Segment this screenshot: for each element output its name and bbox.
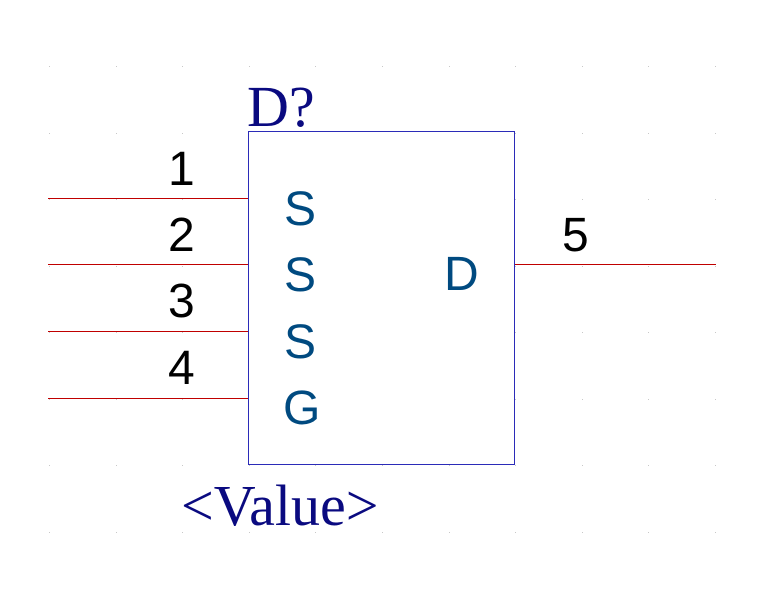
grid-dot xyxy=(648,133,649,134)
grid-dot xyxy=(116,266,117,267)
grid-dot xyxy=(715,66,716,67)
pin-5-name: D xyxy=(444,248,479,301)
grid-dot xyxy=(116,66,117,67)
grid-dot xyxy=(648,266,649,267)
pin-4-number: 4 xyxy=(168,342,195,395)
grid-dot xyxy=(515,266,516,267)
grid-dot xyxy=(49,133,50,134)
value-label[interactable]: <Value> xyxy=(181,473,378,538)
component-body[interactable] xyxy=(248,131,515,465)
pin-5-number: 5 xyxy=(562,209,589,262)
grid-dot xyxy=(582,266,583,267)
grid-dot xyxy=(715,399,716,400)
grid-dot xyxy=(515,399,516,400)
grid-dot xyxy=(182,266,183,267)
grid-dot xyxy=(116,532,117,533)
grid-dot xyxy=(249,532,250,533)
grid-dot xyxy=(582,66,583,67)
grid-dot xyxy=(49,66,50,67)
grid-dot xyxy=(715,465,716,466)
grid-dot xyxy=(182,66,183,67)
grid-dot xyxy=(515,532,516,533)
grid-dot xyxy=(116,465,117,466)
grid-dot xyxy=(648,199,649,200)
grid-dot xyxy=(182,133,183,134)
grid-dot xyxy=(715,133,716,134)
grid-dot xyxy=(182,532,183,533)
grid-dot xyxy=(515,199,516,200)
grid-dot xyxy=(715,332,716,333)
grid-dot xyxy=(449,465,450,466)
grid-dot xyxy=(582,133,583,134)
grid-dot xyxy=(49,199,50,200)
grid-dot xyxy=(315,66,316,67)
grid-dot xyxy=(715,532,716,533)
pin-4-name: G xyxy=(283,382,320,435)
grid-dot xyxy=(182,465,183,466)
grid-dot xyxy=(582,199,583,200)
grid-dot xyxy=(182,399,183,400)
pin-1-number: 1 xyxy=(168,143,195,196)
grid-dot xyxy=(582,465,583,466)
pin-1-name: S xyxy=(284,183,316,236)
grid-dot xyxy=(116,133,117,134)
grid-dot xyxy=(715,266,716,267)
grid-dot xyxy=(116,399,117,400)
grid-dot xyxy=(515,66,516,67)
grid-dot xyxy=(715,199,716,200)
grid-dot xyxy=(582,399,583,400)
grid-dot xyxy=(382,532,383,533)
grid-dot xyxy=(315,532,316,533)
grid-dot xyxy=(648,532,649,533)
grid-dot xyxy=(648,332,649,333)
grid-dot xyxy=(382,66,383,67)
grid-dot xyxy=(582,332,583,333)
grid-dot xyxy=(182,199,183,200)
pin-3-name: S xyxy=(284,316,316,369)
pin-2-name: S xyxy=(284,249,316,302)
pin-3-number: 3 xyxy=(168,275,195,328)
grid-dot xyxy=(182,332,183,333)
grid-dot xyxy=(582,532,583,533)
grid-dot xyxy=(648,66,649,67)
grid-dot xyxy=(249,465,250,466)
grid-dot xyxy=(49,532,50,533)
grid-dot xyxy=(648,465,649,466)
grid-dot xyxy=(49,399,50,400)
grid-dot xyxy=(315,465,316,466)
designator-label[interactable]: D? xyxy=(247,74,315,139)
grid-dot xyxy=(515,465,516,466)
grid-dot xyxy=(49,266,50,267)
grid-dot xyxy=(515,332,516,333)
grid-dot xyxy=(382,465,383,466)
grid-dot xyxy=(648,399,649,400)
grid-dot xyxy=(249,66,250,67)
grid-dot xyxy=(49,465,50,466)
grid-dot xyxy=(116,332,117,333)
grid-dot xyxy=(449,66,450,67)
pin-2-number: 2 xyxy=(168,209,195,262)
grid-dot xyxy=(515,133,516,134)
grid-dot xyxy=(449,532,450,533)
grid-dot xyxy=(49,332,50,333)
grid-dot xyxy=(116,199,117,200)
